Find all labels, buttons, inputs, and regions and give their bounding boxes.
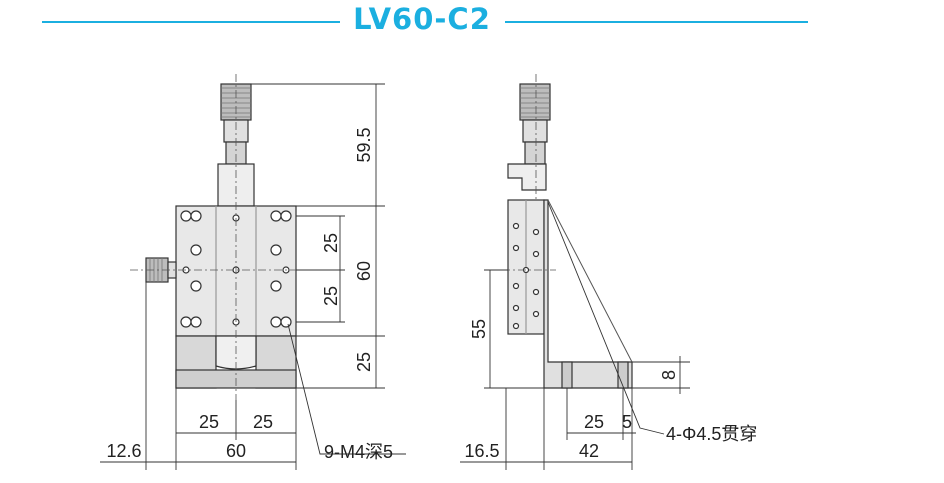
dim-25-bottom-right: 25 <box>253 412 273 432</box>
dim-59-5: 59.5 <box>354 127 374 162</box>
side-micrometer-knob <box>519 83 551 121</box>
l-bracket <box>543 199 633 389</box>
dim-55: 55 <box>469 319 489 339</box>
page-title: LV60-C2 <box>353 2 491 36</box>
dim-25-upper: 25 <box>321 233 341 253</box>
side-dimension-lines <box>460 201 690 470</box>
dim-25-bottom-left: 25 <box>199 412 219 432</box>
dim-8: 8 <box>659 370 679 380</box>
dim-42: 42 <box>579 441 599 461</box>
front-view <box>130 74 312 400</box>
dim-25-side: 25 <box>584 412 604 432</box>
dim-25-base: 25 <box>354 352 374 372</box>
dim-16-5: 16.5 <box>464 441 499 461</box>
callout-through-holes: 4-Φ4.5贯穿 <box>666 424 757 444</box>
front-dimension-lines <box>100 83 406 470</box>
side-view <box>486 74 633 389</box>
callout-tapped-holes: 9-M4深5 <box>324 442 393 462</box>
dim-12-6: 12.6 <box>106 441 141 461</box>
dim-60-height: 60 <box>354 261 374 281</box>
side-holes <box>512 222 540 330</box>
dim-25-lower: 25 <box>321 286 341 306</box>
dim-60-width: 60 <box>226 441 246 461</box>
dim-5: 5 <box>622 412 632 432</box>
